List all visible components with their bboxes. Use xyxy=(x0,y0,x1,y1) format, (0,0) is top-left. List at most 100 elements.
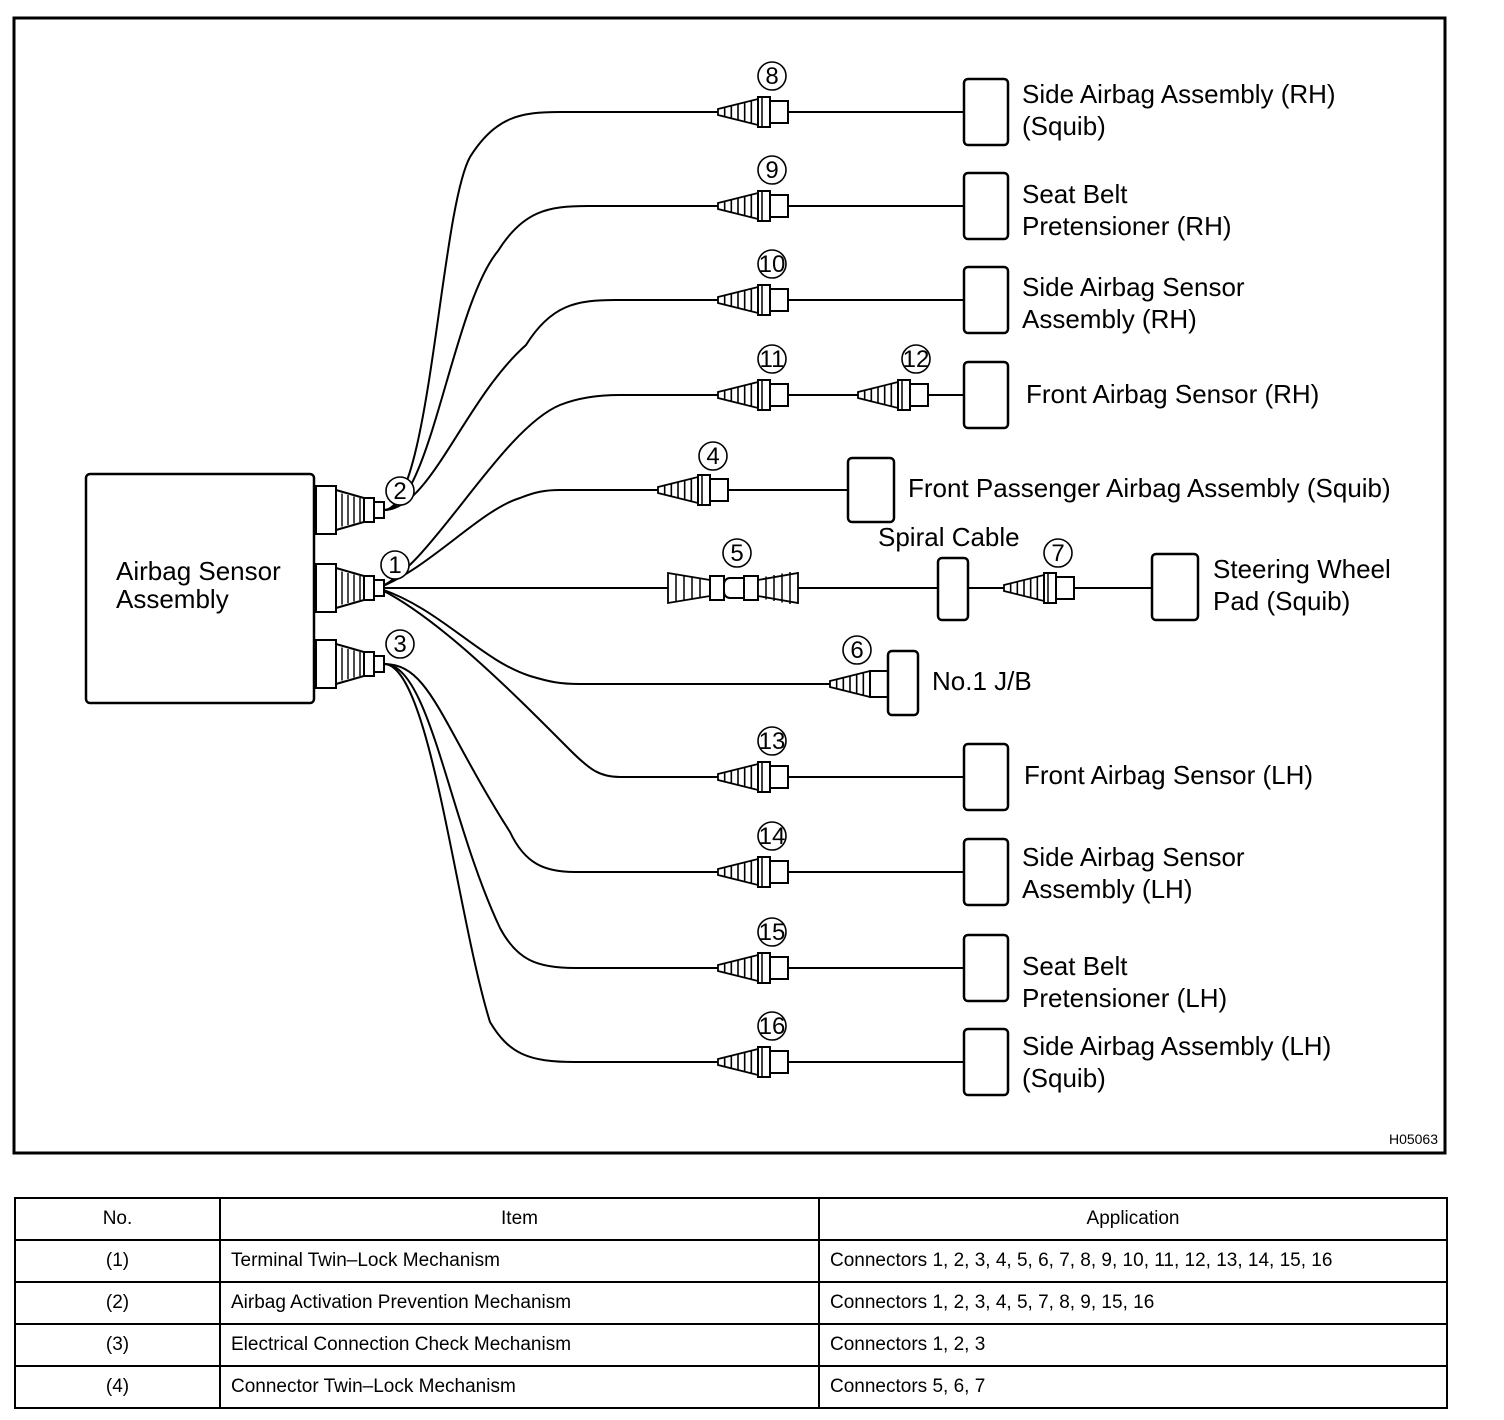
socket-collar xyxy=(363,575,375,601)
connector-number-circle xyxy=(385,476,415,506)
connector-number: 3 xyxy=(393,631,406,658)
connector-number: 4 xyxy=(706,443,719,470)
no1-jb-box xyxy=(886,649,920,717)
connector-13-plug xyxy=(757,761,789,793)
connector-number-circle xyxy=(757,1011,787,1041)
connector-4-number: 4 xyxy=(698,441,728,471)
wire xyxy=(377,394,718,589)
connector-1-number: 1 xyxy=(380,550,410,580)
connector-number-circle xyxy=(901,344,931,374)
front-airbag-sensor-rh-label: Front Airbag Sensor (RH) xyxy=(1026,379,1319,409)
connector-number-circle xyxy=(1043,538,1073,568)
connector-number-circle xyxy=(722,538,752,568)
connector-15-plug xyxy=(757,952,789,984)
connector-11-cone xyxy=(717,380,759,410)
connector-number: 6 xyxy=(850,637,863,664)
connector-10-plug xyxy=(757,284,789,316)
socket-tip xyxy=(373,655,385,673)
seat-belt-pretensioner-rh-box xyxy=(962,171,1010,241)
assembly-socket-1 xyxy=(315,563,385,613)
connector-plug xyxy=(769,100,789,124)
connector-number: 16 xyxy=(759,1013,786,1040)
table-row: (3) Electrical Connection Check Mechanis… xyxy=(14,1323,1448,1367)
connector-5 xyxy=(667,571,799,605)
connector-number-circle xyxy=(757,917,787,947)
connector-number: 10 xyxy=(759,251,786,278)
connector-5-right-body xyxy=(743,575,759,601)
row-no: (2) xyxy=(14,1281,221,1325)
wire xyxy=(383,663,718,1063)
connector-9-plug xyxy=(757,190,789,222)
spiral-cable-box xyxy=(936,556,970,622)
connector-4-cone xyxy=(657,475,699,505)
mechanism-table: No. Item Application (1) Terminal Twin–L… xyxy=(14,1197,1448,1409)
connector-housing xyxy=(757,856,771,888)
connector-16-plug xyxy=(757,1046,789,1078)
connector-14-plug xyxy=(757,856,789,888)
connector-number-circle xyxy=(757,61,787,91)
connector-number-circle xyxy=(757,155,787,185)
side-airbag-assembly-rh-label: Side Airbag Assembly (RH)(Squib) xyxy=(1022,79,1336,141)
connector-number: 1 xyxy=(388,552,401,579)
connector-plug xyxy=(909,383,929,407)
table-row: (4) Connector Twin–Lock Mechanism Connec… xyxy=(14,1365,1448,1409)
front-airbag-sensor-lh-box xyxy=(962,742,1010,812)
connector-number-circle xyxy=(385,629,415,659)
connector-number: 5 xyxy=(730,540,743,567)
connector-12-cone xyxy=(857,380,899,410)
connector-housing xyxy=(697,474,711,506)
connector-number: 13 xyxy=(759,728,786,755)
connector-12-number: 12 xyxy=(901,344,931,374)
assembly-socket-3 xyxy=(315,639,385,689)
connector-5-number: 5 xyxy=(722,538,752,568)
connector-plug xyxy=(769,1050,789,1074)
connector-plug xyxy=(769,956,789,980)
row-application: Connectors 5, 6, 7 xyxy=(818,1365,1448,1409)
connector-13-number: 13 xyxy=(757,726,787,756)
connector-number: 15 xyxy=(759,919,786,946)
wire xyxy=(383,663,718,969)
connector-8-plug xyxy=(757,96,789,128)
row-no: (1) xyxy=(14,1239,221,1283)
row-no: (4) xyxy=(14,1365,221,1409)
connector-5-right-cone xyxy=(757,571,799,605)
row-no: (3) xyxy=(14,1323,221,1367)
figure-code: H05063 xyxy=(1389,1131,1438,1147)
socket-shell xyxy=(315,485,337,535)
assembly-socket-2 xyxy=(315,485,385,535)
connector-16-number: 16 xyxy=(757,1011,787,1041)
side-airbag-sensor-assembly-lh-box xyxy=(962,837,1010,907)
side-airbag-assembly-lh-box xyxy=(962,1027,1010,1097)
connector-8-number: 8 xyxy=(757,61,787,91)
spiral-cable-label: Spiral Cable xyxy=(878,522,1020,552)
connector-11-plug xyxy=(757,379,789,411)
front-airbag-sensor-lh-label: Front Airbag Sensor (LH) xyxy=(1024,760,1313,790)
connector-3-number: 3 xyxy=(385,629,415,659)
connector-6-cone xyxy=(829,669,871,699)
connector-7-plug xyxy=(1043,572,1075,604)
front-passenger-airbag-assembly-label: Front Passenger Airbag Assembly (Squib) xyxy=(908,473,1391,503)
connector-7-cone xyxy=(1003,573,1045,603)
row-application: Connectors 1, 2, 3, 4, 5, 7, 8, 9, 15, 1… xyxy=(818,1281,1448,1325)
connector-number-circle xyxy=(698,441,728,471)
side-airbag-assembly-lh-label: Side Airbag Assembly (LH)(Squib) xyxy=(1022,1031,1331,1093)
connector-16-cone xyxy=(717,1047,759,1077)
connector-10-cone xyxy=(717,285,759,315)
connector-number: 8 xyxy=(765,63,778,90)
connector-6-body xyxy=(869,670,889,698)
connector-housing xyxy=(1043,572,1057,604)
connector-housing xyxy=(757,952,771,984)
row-item: Connector Twin–Lock Mechanism xyxy=(219,1365,820,1409)
connector-plug xyxy=(769,383,789,407)
socket-shell xyxy=(315,563,337,613)
socket-shell xyxy=(315,639,337,689)
table-row: (2) Airbag Activation Prevention Mechani… xyxy=(14,1281,1448,1325)
connector-11-number: 11 xyxy=(757,344,787,374)
connector-housing xyxy=(897,379,911,411)
airbag-sensor-assembly-box xyxy=(84,472,316,705)
socket-collar xyxy=(363,651,375,677)
wire xyxy=(383,299,718,511)
